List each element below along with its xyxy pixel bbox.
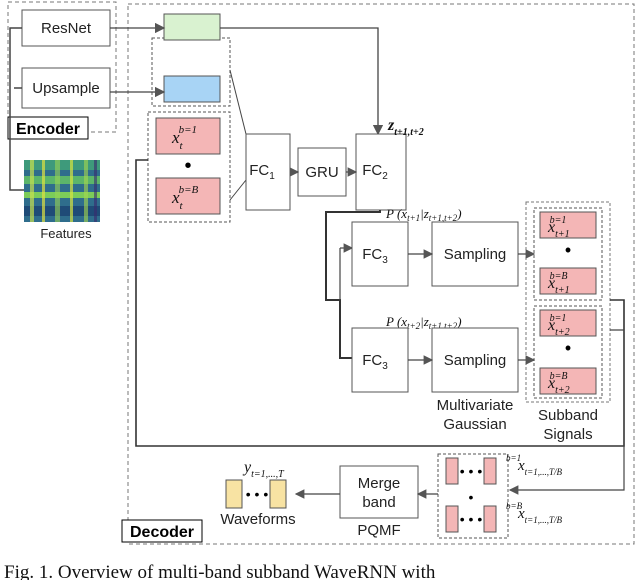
feedback-loop-line <box>135 159 625 447</box>
encoder-tag-box <box>7 116 89 140</box>
subband-t2-b1 <box>539 309 597 337</box>
waveform-dots: • • • <box>246 486 269 502</box>
fc2-to-fc3b-line <box>325 210 381 359</box>
p2-label: P (xt+2|zt+1,t+2) <box>385 314 462 331</box>
subband-t1-bB-label: xt+1b=B <box>547 271 570 296</box>
fc3-block-bottom <box>351 327 409 393</box>
fc3-block-top <box>351 221 409 287</box>
features-spectrogram <box>24 160 100 222</box>
subband-t2-bB-label: xt+2b=B <box>547 371 570 396</box>
fc3-label-top: FC3 <box>362 246 388 266</box>
fc1-block <box>245 133 291 211</box>
decoder-region <box>127 3 635 545</box>
pqmf-label: PQMF <box>357 522 400 539</box>
resnet-label: ResNet <box>41 20 92 37</box>
gru-label: GRU <box>305 164 338 181</box>
prev-sample-bB <box>155 177 221 215</box>
subband-seq-b1-last <box>483 457 497 485</box>
feature-to-resnet-line <box>9 27 24 191</box>
upsample-output-block <box>163 75 221 103</box>
subband-seq-b1-first <box>445 457 459 485</box>
subband-signals-region <box>525 201 611 403</box>
fc3-label-bottom: FC3 <box>362 352 388 372</box>
signals-label: Signals <box>543 426 592 443</box>
multivariate-label: Multivariate <box>437 397 514 414</box>
prev-samples-dots: • <box>184 155 191 177</box>
subband-t1-b1 <box>539 211 597 239</box>
subband-seq-bB-label: xt=1,...,T/Bb=B <box>506 501 563 525</box>
band-label: band <box>362 494 395 511</box>
figure-caption: Fig. 1. Overview of multi-band subband W… <box>4 562 436 580</box>
waveform-symbol: yt=1,...,T <box>242 459 285 480</box>
subband-seq-b1-label: xt=1,...,T/Bb=1 <box>506 453 563 477</box>
fc2-label: FC2 <box>362 162 388 182</box>
upsample-label: Upsample <box>32 80 100 97</box>
sampling-label-top: Sampling <box>444 246 507 263</box>
subband-seq-b1-dots: • • • <box>460 463 483 479</box>
upsample-block <box>21 67 111 109</box>
resnet-output-block <box>163 13 221 41</box>
subband-top-dots: • <box>565 240 571 260</box>
subband-seq-bB-dots: • • • <box>460 511 483 527</box>
merge-label: Merge <box>358 475 401 492</box>
prev-samples-group <box>147 111 231 223</box>
fc2-block <box>355 133 407 211</box>
condition-to-fc1-line <box>229 69 247 135</box>
samples-to-fc1-line <box>229 179 247 201</box>
subband-t1-bB <box>539 267 597 295</box>
z-label: zt+1,t+2 <box>387 117 424 138</box>
merge-band-block <box>339 465 419 519</box>
subband-t2-b1-label: xt+2b=1 <box>547 313 570 338</box>
subband-vertical-dots: • <box>469 489 474 505</box>
prev-sample-b1 <box>155 117 221 155</box>
subband-seq-bB-first <box>445 505 459 533</box>
features-label: Features <box>40 226 92 241</box>
prev-sample-bB-label: xtb=B <box>171 184 199 212</box>
subband-seq-bB-last <box>483 505 497 533</box>
waveforms-label: Waveforms <box>220 511 295 528</box>
decoder-tag: Decoder <box>130 524 194 541</box>
subband-t1-b1-label: xt+1b=1 <box>547 215 570 240</box>
encoder-tag: Encoder <box>16 121 80 138</box>
fc1-label: FC1 <box>249 162 275 182</box>
gaussian-label: Gaussian <box>443 416 506 433</box>
condition-to-fc2-line <box>220 27 384 136</box>
subband-to-output-arrow <box>508 329 625 495</box>
resnet-block <box>21 9 111 47</box>
waveform-sample-first <box>225 479 243 509</box>
waveform-sample-last <box>269 479 287 509</box>
sampling-label-bottom: Sampling <box>444 352 507 369</box>
prev-sample-b1-label: xtb=1 <box>171 124 197 152</box>
all-subbands-group <box>437 453 509 539</box>
decoder-tag-box <box>121 519 203 543</box>
p1-label: P (xt+1|zt+1,t+2) <box>385 206 462 223</box>
subband-label: Subband <box>538 407 598 424</box>
subband-t2-bB <box>539 367 597 395</box>
subband-bottom-dots: • <box>565 338 571 358</box>
